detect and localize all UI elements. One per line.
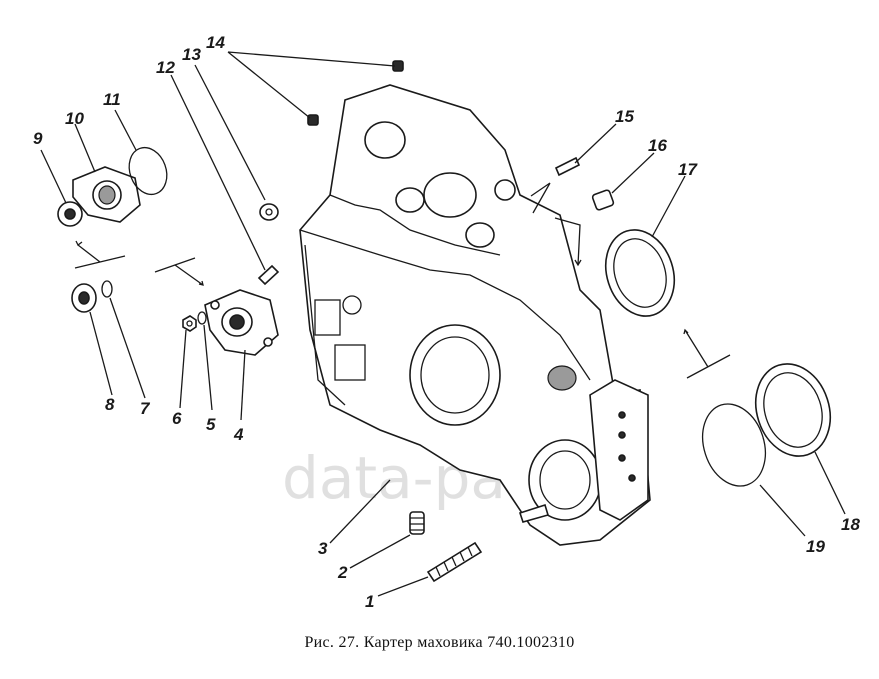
part-19-o-ring [702, 403, 766, 487]
callout-7: 7 [140, 399, 151, 418]
callout-2: 2 [337, 563, 348, 582]
callout-9: 9 [33, 129, 43, 148]
assembly-arrows [74, 182, 731, 379]
part-9-seal [57, 201, 83, 227]
callout-15: 15 [615, 107, 634, 126]
part-7-ring [101, 280, 113, 298]
flywheel-housing [299, 84, 651, 546]
callout-11: 11 [103, 90, 121, 109]
callout-12: 12 [156, 58, 175, 77]
part-4-seal-housing [204, 289, 279, 356]
figure-caption: Рис. 27. Картер маховика 740.1002310 [304, 634, 575, 651]
callout-17: 17 [678, 160, 698, 179]
callout-8: 8 [105, 395, 115, 414]
part-18-seal [755, 363, 831, 457]
part-12-stud [257, 264, 280, 286]
part-13-washer [259, 203, 279, 221]
part-1-stud [426, 541, 483, 583]
callout-19: 19 [806, 537, 825, 556]
callout-4: 4 [233, 425, 244, 444]
callout-6: 6 [172, 409, 182, 428]
part-16-bolt [591, 189, 615, 211]
part-15-stud [554, 156, 581, 177]
callout-3: 3 [318, 539, 328, 558]
part-8-bearing [71, 283, 97, 313]
part-10-cover [72, 166, 141, 223]
callout-5: 5 [206, 415, 216, 434]
callout-16: 16 [648, 136, 667, 155]
callout-14: 14 [206, 33, 225, 52]
part-11-o-ring [128, 146, 168, 196]
callout-1: 1 [365, 592, 374, 611]
callout-18: 18 [841, 515, 860, 534]
callout-10: 10 [65, 109, 84, 128]
part-2-stud [409, 511, 425, 535]
callout-labels: 1 2 3 4 5 6 7 8 9 10 11 12 13 14 15 16 1… [33, 33, 860, 611]
part-14-plugs [307, 60, 404, 126]
callout-13: 13 [182, 45, 201, 64]
part-6-nut [182, 315, 197, 332]
part-17-seal [604, 229, 676, 317]
part-5-snap-ring [197, 311, 207, 325]
leader-lines [40, 51, 846, 597]
